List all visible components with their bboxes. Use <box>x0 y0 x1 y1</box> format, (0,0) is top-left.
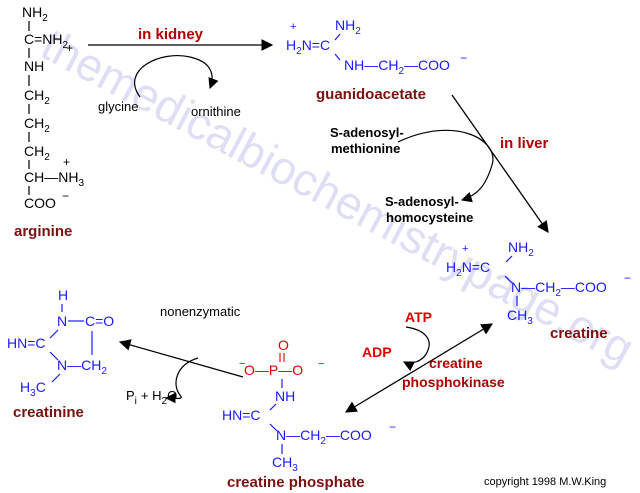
guanidoacetate-structure: NH2 + H2N=C NH—CH2—COO − guanidoacetate <box>286 17 467 103</box>
arginine-plus: + <box>66 41 73 55</box>
liver-label: in liver <box>500 135 549 152</box>
bond <box>504 275 513 284</box>
arginine-ch2-a: CH2 <box>24 87 50 107</box>
atp-label: ATP <box>405 309 432 325</box>
creatinine-hn: HN=C <box>7 335 46 351</box>
sam-sah-arrow <box>397 129 494 203</box>
liver-step: in liver S-adenosyl- methionine S-adenos… <box>330 94 549 233</box>
creatine-phosphate-hn: HN=C <box>222 407 261 423</box>
creatine-plus: + <box>462 243 468 255</box>
guanidoacetate-label: guanidoacetate <box>316 86 426 103</box>
kidney-label: in kidney <box>138 26 204 43</box>
arginine-ch2-c: CH2 <box>24 143 50 163</box>
creatine-structure: NH2 + H2N=C N—CH2—COO − CH3 creatine <box>446 239 631 342</box>
pi-water-arrow <box>164 357 199 404</box>
arginine-ch-nh3: CH—NH3 <box>24 169 84 189</box>
bond <box>51 373 61 383</box>
arginine-nh3-plus: + <box>63 155 70 169</box>
sam-line2: methionine <box>331 141 400 156</box>
arginine-ch2-b: CH2 <box>24 115 50 135</box>
creatinine-h: H <box>58 287 68 303</box>
creatinine-label: creatinine <box>13 404 84 421</box>
sah-line1: S-adenosyl- <box>385 194 459 209</box>
arginine-nh: NH <box>24 58 44 74</box>
ornithine-label: ornithine <box>191 104 241 119</box>
creatine-minus: − <box>624 271 631 285</box>
enzyme-line2: phosphokinase <box>402 374 505 390</box>
arginine-label: arginine <box>14 223 72 240</box>
atp-adp-arrow <box>403 326 430 372</box>
creatine-phosphate-ch3: CH3 <box>272 454 298 474</box>
guanidoacetate-minus: − <box>460 51 467 65</box>
arginine-nh2: NH2 <box>22 4 48 24</box>
creatinine-n-mid: N—CH2 <box>57 357 107 377</box>
arginine-structure: NH2 C=NH2 + NH CH2 CH2 CH2 + CH—NH3 COO … <box>14 4 84 240</box>
liver-arrow <box>451 94 549 233</box>
creatine-phosphate-minus: − <box>389 420 396 434</box>
creatine-h2n: H2N=C <box>446 259 490 279</box>
guanidoacetate-h2n: H2N=C <box>286 37 330 57</box>
nonenzymatic-step: nonenzymatic Pi+ H2O <box>118 304 244 407</box>
creatinine-structure: H N C=O HN=C N—CH2 H3C creatinine <box>7 287 114 421</box>
nonenzymatic-arrow <box>118 339 244 378</box>
enzyme-line1: creatine <box>429 355 483 371</box>
creatine-nh2: NH2 <box>508 239 534 259</box>
sam-line1: S-adenosyl- <box>330 125 404 140</box>
creatine-label: creatine <box>550 325 608 342</box>
creatine-phosphate-structure: O O—P—O − − NH HN=C N—CH2—COO − CH3 crea… <box>222 337 396 491</box>
phosphate-o-top: O <box>278 337 289 353</box>
arginine-coo: COO <box>24 195 56 211</box>
glycine-label: glycine <box>98 99 138 114</box>
pi-water-label: Pi+ H2O <box>126 388 177 407</box>
bond <box>334 33 341 41</box>
creatine-phosphate-label: creatine phosphate <box>227 474 365 491</box>
bond <box>334 53 341 61</box>
creatine-phosphate-chain: N—CH2—COO <box>276 427 372 447</box>
creatine-ch3: CH3 <box>507 307 533 327</box>
creatine-phosphate-nh: NH <box>275 388 295 404</box>
arginine-minus: − <box>62 189 69 203</box>
arginine-cnh2: C=NH2 <box>24 31 69 51</box>
guanidoacetate-nh2: NH2 <box>335 17 361 37</box>
creatinine-ch3: H3C <box>20 379 46 399</box>
bond <box>269 403 277 411</box>
kinase-step: ATP ADP creatine phosphokinase <box>344 309 505 413</box>
bond <box>49 329 59 339</box>
creatine-chain: N—CH2—COO <box>511 279 607 299</box>
adp-label: ADP <box>362 344 392 360</box>
sah-line2: homocysteine <box>386 210 473 225</box>
watermark-text: themedicalbiochemistrypage.org <box>33 18 640 375</box>
kinase-arrow <box>344 323 494 413</box>
bond <box>269 423 278 432</box>
guanidoacetate-chain: NH—CH2—COO <box>344 57 450 77</box>
creatinine-carbonyl-c: C=O <box>85 313 114 329</box>
creatinine-n-top: N <box>57 313 67 329</box>
kidney-step: in kidney glycine ornithine <box>88 26 274 119</box>
bond <box>505 255 513 263</box>
nonenzymatic-label: nonenzymatic <box>160 304 241 319</box>
bond <box>49 351 59 361</box>
phosphate-group: O—P—O <box>244 362 303 378</box>
phosphate-minus-right: − <box>318 358 324 370</box>
copyright-text: copyright 1998 M.W.King <box>484 476 606 488</box>
glycine-ornithine-arrow <box>134 55 219 98</box>
guanidoacetate-plus: + <box>290 21 296 33</box>
phosphate-minus-left: − <box>239 358 245 370</box>
